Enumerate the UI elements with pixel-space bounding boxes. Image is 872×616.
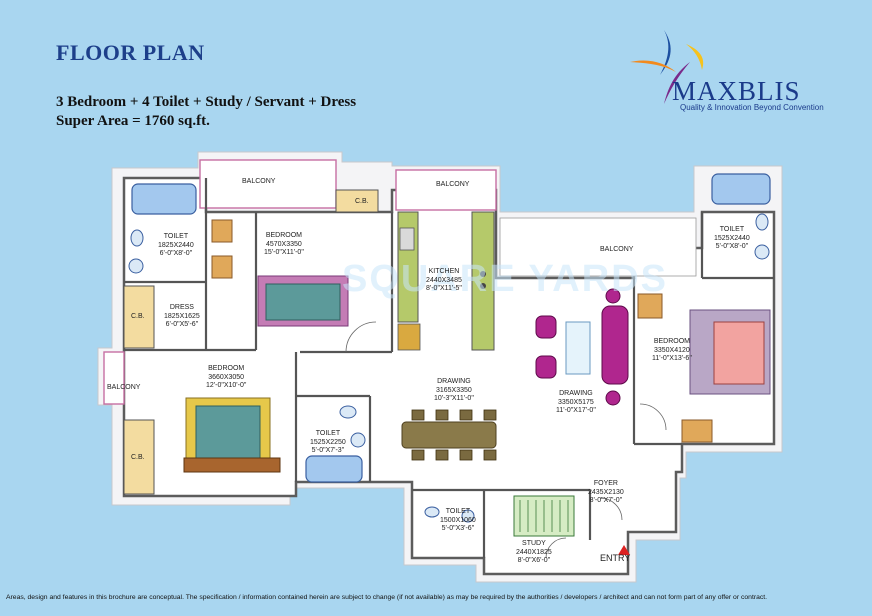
room-cb-left: C.B. (131, 454, 145, 461)
watermark: SQUARE YARDS (342, 258, 668, 300)
room-balcony-left: BALCONY (107, 384, 141, 391)
room-balcony-right: BALCONY (600, 246, 634, 253)
room-balcony-top-mid: BALCONY (436, 181, 470, 188)
brand-tagline: Quality & Innovation Beyond Convention (680, 103, 824, 112)
super-area-line: Super Area = 1760 sq.ft. (56, 113, 210, 129)
room-cb-dress: C.B. (131, 313, 145, 320)
disclaimer: Areas, design and features in this broch… (6, 594, 768, 601)
floor-plan-title: FLOOR PLAN (56, 40, 205, 65)
entry-label: ENTRY (600, 553, 631, 563)
room-cb-top: C.B. (355, 198, 369, 205)
configuration-line: 3 Bedroom + 4 Toilet + Study / Servant +… (56, 94, 357, 110)
brand-name: MAXBLIS (672, 76, 801, 106)
room-balcony-top-left: BALCONY (242, 178, 276, 185)
